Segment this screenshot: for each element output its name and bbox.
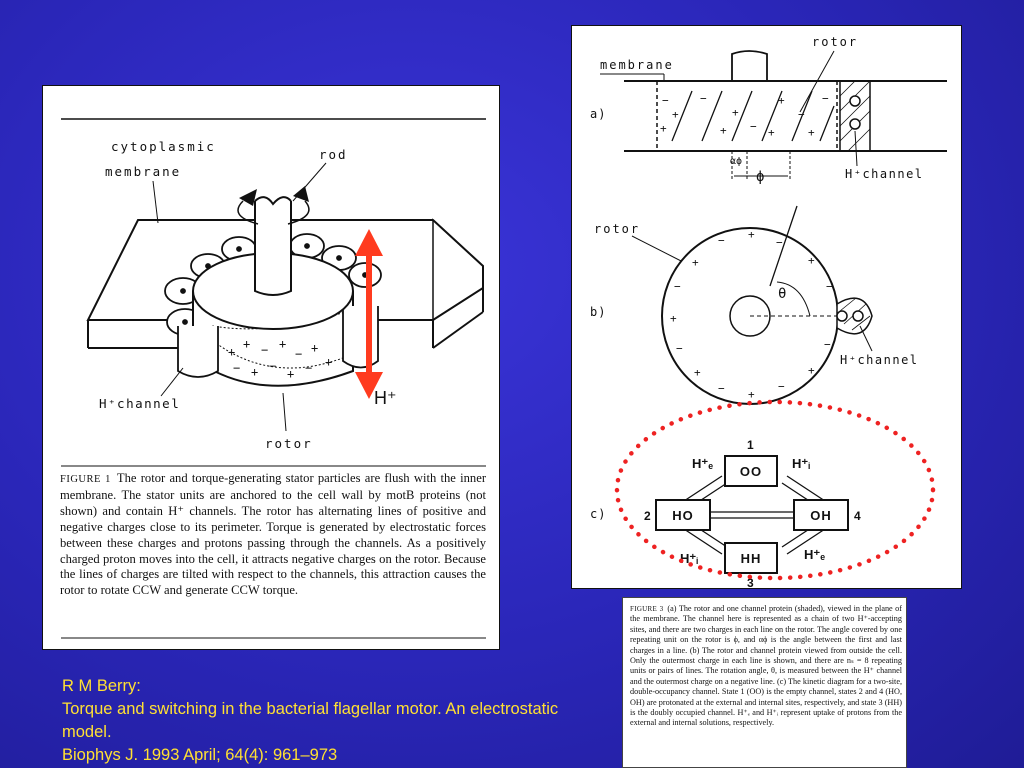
figure-3-caption-text: (a) The rotor and one channel protein (s…: [630, 604, 902, 728]
svg-text:+: +: [748, 388, 755, 401]
label-c-tag: c): [590, 507, 606, 521]
svg-text:+: +: [720, 124, 727, 137]
label-rotor: rotor: [265, 436, 313, 451]
svg-text:+: +: [243, 337, 250, 351]
state-hh: HH: [741, 551, 762, 566]
svg-text:−: −: [750, 120, 757, 133]
figure-1-diagram: ++− +−+ −+− +−+ cytoplasmic membrane rod…: [61, 118, 486, 639]
figure-1-caption-label: FIGURE 1: [60, 474, 111, 485]
svg-text:+: +: [279, 337, 286, 351]
label-cytoplasmic: cytoplasmic: [111, 139, 216, 154]
figure-1-caption-text: The rotor and torque-generating stator p…: [60, 471, 487, 598]
rotor-charges: ++− +−+ −+− +−+: [228, 337, 332, 381]
state-number-3: 3: [747, 576, 754, 590]
citation-author: R M Berry:: [62, 677, 141, 695]
svg-text:−: −: [700, 92, 707, 105]
svg-text:−: −: [295, 347, 302, 361]
svg-text:−: −: [718, 382, 725, 395]
label-a-tag: a): [590, 107, 606, 121]
label-a-membrane: membrane: [600, 58, 674, 72]
svg-text:+: +: [778, 94, 785, 107]
label-h-e-bottom: H⁺ₑ: [804, 547, 825, 562]
label-b-rotor: rotor: [594, 222, 640, 236]
state-ho: HO: [672, 508, 694, 523]
label-phi: ϕ: [756, 169, 764, 185]
svg-text:+: +: [732, 106, 739, 119]
figure-3-part-a: rotor membrane a) −++ −+− +−− +++: [590, 35, 947, 185]
svg-text:+: +: [672, 108, 679, 121]
label-h-e-top: H⁺ₑ: [692, 456, 713, 471]
svg-text:+: +: [808, 254, 815, 267]
svg-text:+: +: [670, 312, 677, 325]
label-h-channel: H⁺channel: [99, 396, 180, 411]
figure-3-caption: FIGURE 3(a) The rotor and one channel pr…: [630, 604, 902, 729]
svg-text:−: −: [233, 361, 240, 375]
label-b-h-channel: H⁺channel: [840, 353, 919, 367]
citation: R M Berry: Torque and switching in the b…: [62, 675, 582, 767]
svg-text:+: +: [748, 228, 755, 241]
state-oh: OH: [810, 508, 832, 523]
svg-text:+: +: [228, 345, 235, 359]
label-a-rotor: rotor: [812, 35, 858, 49]
figure-3-part-b: rotor b) θ −+− ++− +−+ −+− +−− H⁺: [590, 205, 919, 405]
label-a-h-channel: H⁺channel: [845, 167, 924, 181]
svg-text:−: −: [674, 280, 681, 293]
figure-3-part-c: c) OO HO OH HH 1 2 4 3 H⁺ₑ H⁺ᵢ H⁺ᵢ H⁺ₑ: [590, 438, 861, 590]
rotation-arrow-left: [239, 189, 257, 206]
figure-3-diagram: rotor membrane a) −++ −+− +−− +++: [590, 35, 947, 590]
label-rod: rod: [319, 147, 348, 162]
figure-3-caption-panel: FIGURE 3(a) The rotor and one channel pr…: [622, 597, 907, 768]
svg-text:+: +: [692, 256, 699, 269]
state-oo: OO: [740, 464, 762, 479]
proton-translocation-arrow: [355, 229, 383, 399]
citation-title: Torque and switching in the bacterial fl…: [62, 700, 559, 741]
state-number-1: 1: [747, 438, 754, 452]
svg-text:−: −: [305, 361, 312, 375]
svg-text:−: −: [776, 236, 783, 249]
label-b-tag: b): [590, 305, 606, 319]
svg-text:+: +: [694, 366, 701, 379]
svg-text:+: +: [311, 341, 318, 355]
citation-journal: Biophys J. 1993 April; 64(4): 961–973: [62, 746, 338, 764]
svg-text:+: +: [325, 355, 332, 369]
figure-1-panel: ++− +−+ −+− +−+ cytoplasmic membrane rod…: [42, 85, 500, 650]
svg-text:+: +: [251, 365, 258, 379]
svg-text:+: +: [808, 364, 815, 377]
svg-text:−: −: [718, 234, 725, 247]
svg-text:−: −: [824, 338, 831, 351]
state-number-2: 2: [644, 509, 651, 523]
figure-3-panel: rotor membrane a) −++ −+− +−− +++: [571, 25, 962, 590]
svg-text:−: −: [826, 280, 833, 293]
rotation-arrow-right: [293, 186, 309, 202]
svg-text:−: −: [662, 94, 669, 107]
svg-text:+: +: [287, 367, 294, 381]
label-h-plus: H⁺: [374, 388, 397, 408]
state-number-4: 4: [854, 509, 861, 523]
svg-text:−: −: [269, 359, 276, 373]
svg-text:−: −: [798, 108, 805, 121]
label-theta: θ: [778, 286, 786, 302]
figure-3-caption-label: FIGURE 3: [630, 605, 664, 613]
svg-text:−: −: [778, 380, 785, 393]
svg-text:−: −: [822, 92, 829, 105]
rod: [254, 201, 292, 296]
label-alpha-phi: αϕ: [730, 156, 742, 167]
svg-text:+: +: [808, 126, 815, 139]
svg-text:+: +: [660, 122, 667, 135]
svg-text:−: −: [676, 342, 683, 355]
label-h-i-top: H⁺ᵢ: [792, 456, 810, 471]
svg-text:−: −: [261, 343, 268, 357]
label-h-i-bottom: H⁺ᵢ: [680, 551, 698, 566]
svg-text:+: +: [768, 126, 775, 139]
label-membrane: membrane: [105, 164, 181, 179]
